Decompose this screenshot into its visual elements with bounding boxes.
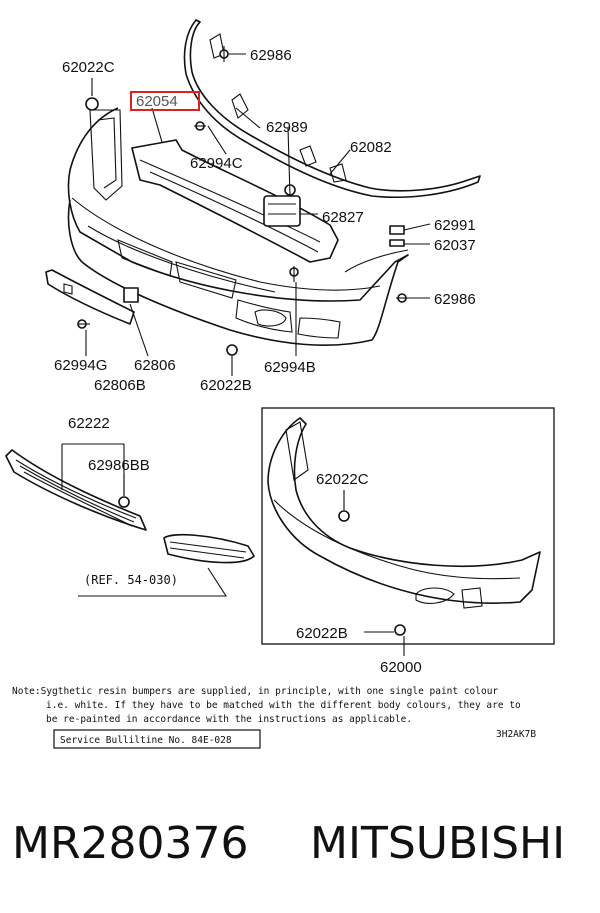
label-62022C-top: 62022C	[62, 59, 115, 76]
part-number: MR280376	[12, 818, 249, 869]
leader-lines-box	[343, 490, 394, 633]
highlight-62054	[130, 91, 200, 111]
front-grille-62222	[5, 449, 147, 531]
label-62989: 62989	[266, 119, 308, 136]
label-62222: 62222	[68, 415, 110, 432]
label-62037: 62037	[434, 237, 476, 254]
brand-name: MITSUBISHI	[310, 818, 565, 869]
bumper-reinforcement	[131, 139, 339, 263]
clip-62022B-box-icon	[394, 624, 406, 636]
label-62986BB: 62986BB	[88, 457, 150, 474]
fog-lamp-cover	[163, 533, 255, 564]
bracket-62827	[263, 195, 301, 227]
note-line-3: be re-painted in accordance with the ins…	[46, 714, 412, 725]
service-bulletin-box	[53, 729, 261, 749]
label-62022B-main: 62022B	[200, 377, 252, 394]
label-62022B-box: 62022B	[296, 625, 348, 642]
leader-lines-bottom-left	[61, 443, 228, 597]
ref-note: (REF. 54-030)	[84, 573, 178, 587]
assembly-box	[261, 407, 555, 645]
clip-62806B	[123, 287, 139, 303]
side-molding-62806	[45, 269, 135, 325]
label-62806B: 62806B	[94, 377, 146, 394]
note-line-2: i.e. white. If they have to be matched w…	[46, 700, 521, 711]
label-62054: 62054	[136, 93, 178, 110]
label-62022C-box: 62022C	[316, 471, 369, 488]
label-62994B: 62994B	[264, 359, 316, 376]
label-62994G: 62994G	[54, 357, 107, 374]
leader-lines-top	[85, 53, 431, 376]
service-bulletin: Service Bulliltine No. 84E-028	[60, 735, 232, 746]
note-line-1: Note:Sygthetic resin bumpers are supplie…	[12, 686, 498, 697]
label-62986-top: 62986	[250, 47, 292, 64]
fastener-icons	[77, 46, 408, 356]
bumper-assembly-62000	[267, 417, 541, 609]
label-62082: 62082	[350, 139, 392, 156]
label-62991: 62991	[434, 217, 476, 234]
screw-62986BB-icon	[118, 496, 130, 508]
clip-62022C-box-icon	[338, 510, 350, 522]
diagram-code: 3H2AK7B	[496, 729, 536, 740]
label-62986-right: 62986	[434, 291, 476, 308]
label-62827: 62827	[322, 209, 364, 226]
label-62000: 62000	[380, 659, 422, 676]
label-62994C: 62994C	[190, 155, 243, 172]
label-62806: 62806	[134, 357, 176, 374]
front-bumper-cover	[67, 107, 409, 346]
